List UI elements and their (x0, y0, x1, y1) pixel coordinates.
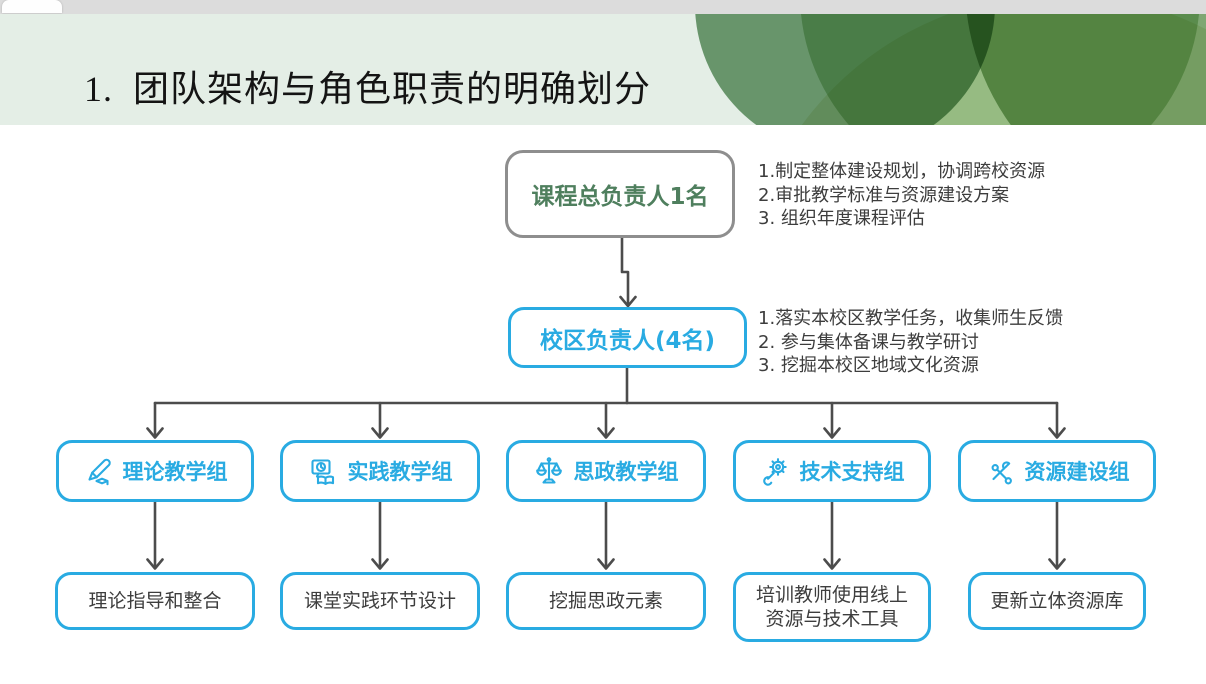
crossed-tools-icon (991, 461, 1012, 485)
group-node-label: 理论教学组 (122, 460, 228, 484)
top-strip (0, 0, 1206, 14)
note-line: 1.落实本校区教学任务，收集师生反馈 (758, 308, 1064, 329)
arrowhead-down-icon (146, 427, 164, 439)
arrowhead-down-icon (597, 558, 615, 570)
group-node-ideology: 思政教学组 (506, 440, 706, 502)
note-line: 3. 挖掘本校区地域文化资源 (758, 355, 979, 376)
group-node-label: 思政教学组 (573, 460, 679, 484)
group-node-label: 技术支持组 (799, 460, 905, 484)
group-node-resource: 资源建设组 (958, 440, 1156, 502)
scales-icon (535, 457, 562, 484)
task-node-resource: 更新立体资源库 (968, 572, 1146, 630)
arrowhead-down-icon (371, 427, 389, 439)
campus-notes: 1.落实本校区教学任务，收集师生反馈 2. 参与集体备课与教学研讨 3. 挖掘本… (758, 307, 1063, 378)
arrowhead-down-icon (823, 558, 841, 570)
arrowhead-down-icon (1048, 558, 1066, 570)
group-node-theory: 理论教学组 (56, 440, 254, 502)
arrowhead-down-icon (597, 427, 615, 439)
group-node-label: 资源建设组 (1024, 460, 1130, 484)
slide-title-text: 团队架构与角色职责的明确划分 (133, 69, 652, 109)
task-node-tech: 培训教师使用线上资源与技术工具 (733, 572, 931, 642)
pen-graduation-cap-icon (87, 458, 111, 486)
note-line: 2. 参与集体备课与教学研讨 (758, 331, 979, 353)
arrowhead-down-icon (1048, 427, 1066, 439)
group-node-practice: 实践教学组 (280, 440, 480, 502)
note-line: 2.审批教学标准与资源建设方案 (758, 184, 1010, 206)
task-node-practice: 课堂实践环节设计 (280, 572, 480, 630)
monitor-clock-book-icon (310, 459, 334, 485)
root-notes: 1.制定整体建设规划，协调跨校资源 2.审批教学标准与资源建设方案 3. 组织年… (758, 160, 1045, 231)
arrowhead-down-icon (823, 427, 841, 439)
arrowhead-down-icon (371, 558, 389, 570)
slide-title-number: 1. (84, 69, 113, 109)
task-node-theory: 理论指导和整合 (55, 572, 255, 630)
arrowhead-down-icon (619, 295, 637, 308)
note-line: 1.制定整体建设规划，协调跨校资源 (758, 161, 1046, 182)
group-node-label: 实践教学组 (347, 460, 453, 484)
task-node-ideology: 挖掘思政元素 (506, 572, 706, 630)
browser-tab[interactable] (2, 0, 62, 13)
connector-root-campus (620, 236, 630, 307)
campus-node-label: 校区负责人(4名) (539, 327, 716, 354)
header-band (0, 14, 1206, 125)
arrowhead-down-icon (146, 558, 164, 570)
slide-title: 1. 团队架构与角色职责的明确划分 (84, 60, 651, 112)
root-node: 课程总负责人1名 (505, 150, 735, 238)
wrench-gear-icon (762, 458, 787, 486)
group-node-tech: 技术支持组 (733, 440, 931, 502)
root-node-label: 课程总负责人1名 (531, 184, 709, 210)
note-line: 3. 组织年度课程评估 (758, 208, 925, 229)
campus-node: 校区负责人(4名) (508, 307, 747, 368)
